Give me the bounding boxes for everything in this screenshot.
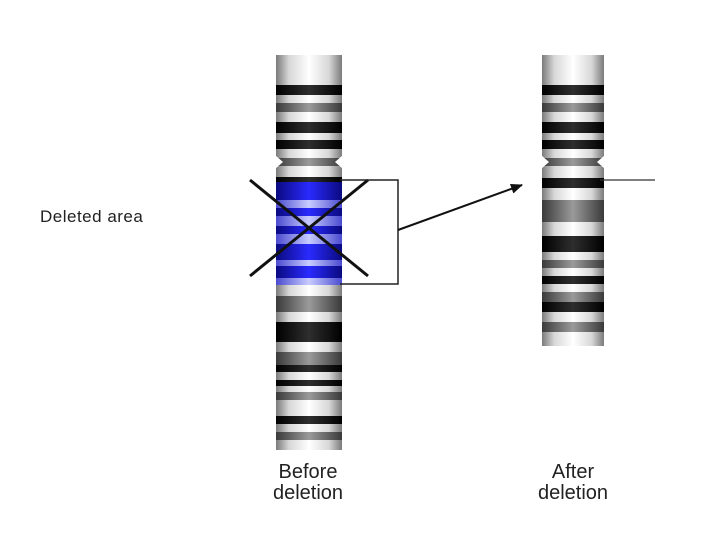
chromosome-band — [276, 234, 342, 244]
chromosome-band — [542, 122, 604, 133]
chromosome-band — [276, 312, 342, 322]
chromosome-band — [276, 342, 342, 352]
chromosome-band — [542, 85, 604, 95]
chromosome-band — [276, 200, 342, 208]
deletion-cross-mark — [249, 178, 369, 278]
chromosome-band — [276, 440, 342, 450]
chromosome-before-deletion — [275, 55, 343, 450]
chromosome-band — [276, 226, 342, 234]
chromosome-band — [542, 260, 604, 268]
chromosome-band — [276, 416, 342, 424]
chromosome-band — [542, 332, 604, 346]
chromosome-band — [276, 182, 342, 200]
chromosome-band — [542, 166, 604, 178]
chromosome-band — [542, 55, 604, 85]
chromosome-band — [276, 208, 342, 216]
chromosome-band — [276, 372, 342, 380]
chromosome-band — [542, 133, 604, 140]
chromosome-band — [542, 140, 604, 149]
chromosome-band — [276, 352, 342, 365]
chromosome-band — [542, 178, 604, 188]
chromosome-band — [276, 166, 342, 177]
chromosome-band — [276, 149, 342, 158]
deleted-region-bracket — [340, 179, 399, 285]
chromosome-band — [276, 244, 342, 260]
chromosome-band — [276, 424, 342, 432]
chromosome-band — [276, 260, 342, 266]
chromosome-band — [276, 266, 342, 278]
chromosome-band — [542, 312, 604, 322]
chromosome-band — [276, 380, 342, 386]
before-deletion-caption: Before deletion — [223, 462, 393, 504]
chromosome-band — [542, 103, 604, 112]
chromosome-band — [542, 302, 604, 312]
centromere-notch — [275, 155, 283, 169]
before-caption-line1: Before — [278, 461, 338, 483]
chromosome-band — [542, 236, 604, 252]
chromosome-band — [276, 140, 342, 149]
chromosome-band — [276, 386, 342, 392]
chromosome-band — [276, 95, 342, 103]
chromosome-band — [276, 296, 342, 312]
chromosome-band — [542, 158, 604, 166]
deleted-area-label: Deleted area — [40, 207, 144, 226]
after-caption-line2: deletion — [537, 482, 609, 504]
chromosome-band — [542, 268, 604, 276]
chromosome-band — [542, 112, 604, 122]
chromosome-band — [276, 365, 342, 372]
chromosome-band — [276, 432, 342, 440]
chromosome-band — [276, 122, 342, 133]
chromosome-band — [542, 276, 604, 284]
chromosome-band — [276, 85, 342, 95]
chromosome-band — [542, 322, 604, 332]
deletion-arrow — [397, 184, 523, 231]
chromosome-band — [276, 322, 342, 342]
chromosome-band — [276, 177, 342, 182]
chromosome-band — [276, 112, 342, 122]
chromosome-band — [276, 216, 342, 226]
chromosome-band — [542, 252, 604, 260]
chromosome-band — [542, 222, 604, 236]
chromosome-band — [276, 400, 342, 416]
chromosome-band — [276, 103, 342, 112]
chromosome-after-deletion — [541, 55, 605, 346]
centromere-notch — [335, 155, 343, 169]
centromere-notch — [597, 155, 605, 169]
chromosome-band — [542, 149, 604, 158]
chromosome-band — [276, 55, 342, 85]
chromosome-band — [276, 158, 342, 166]
after-caption-line1: After — [551, 461, 595, 483]
chromosome-band — [276, 278, 342, 285]
chromosome-band — [542, 284, 604, 292]
chromosome-band — [542, 95, 604, 103]
chromosome-band — [276, 392, 342, 400]
chromosome-band — [542, 200, 604, 222]
chromosome-band — [542, 292, 604, 302]
chromosome-band — [542, 188, 604, 200]
chromosome-band — [276, 285, 342, 296]
after-deletion-caption: After deletion — [488, 462, 658, 504]
before-caption-line2: deletion — [272, 482, 344, 504]
chromosome-band — [276, 133, 342, 140]
centromere-notch — [541, 155, 549, 169]
